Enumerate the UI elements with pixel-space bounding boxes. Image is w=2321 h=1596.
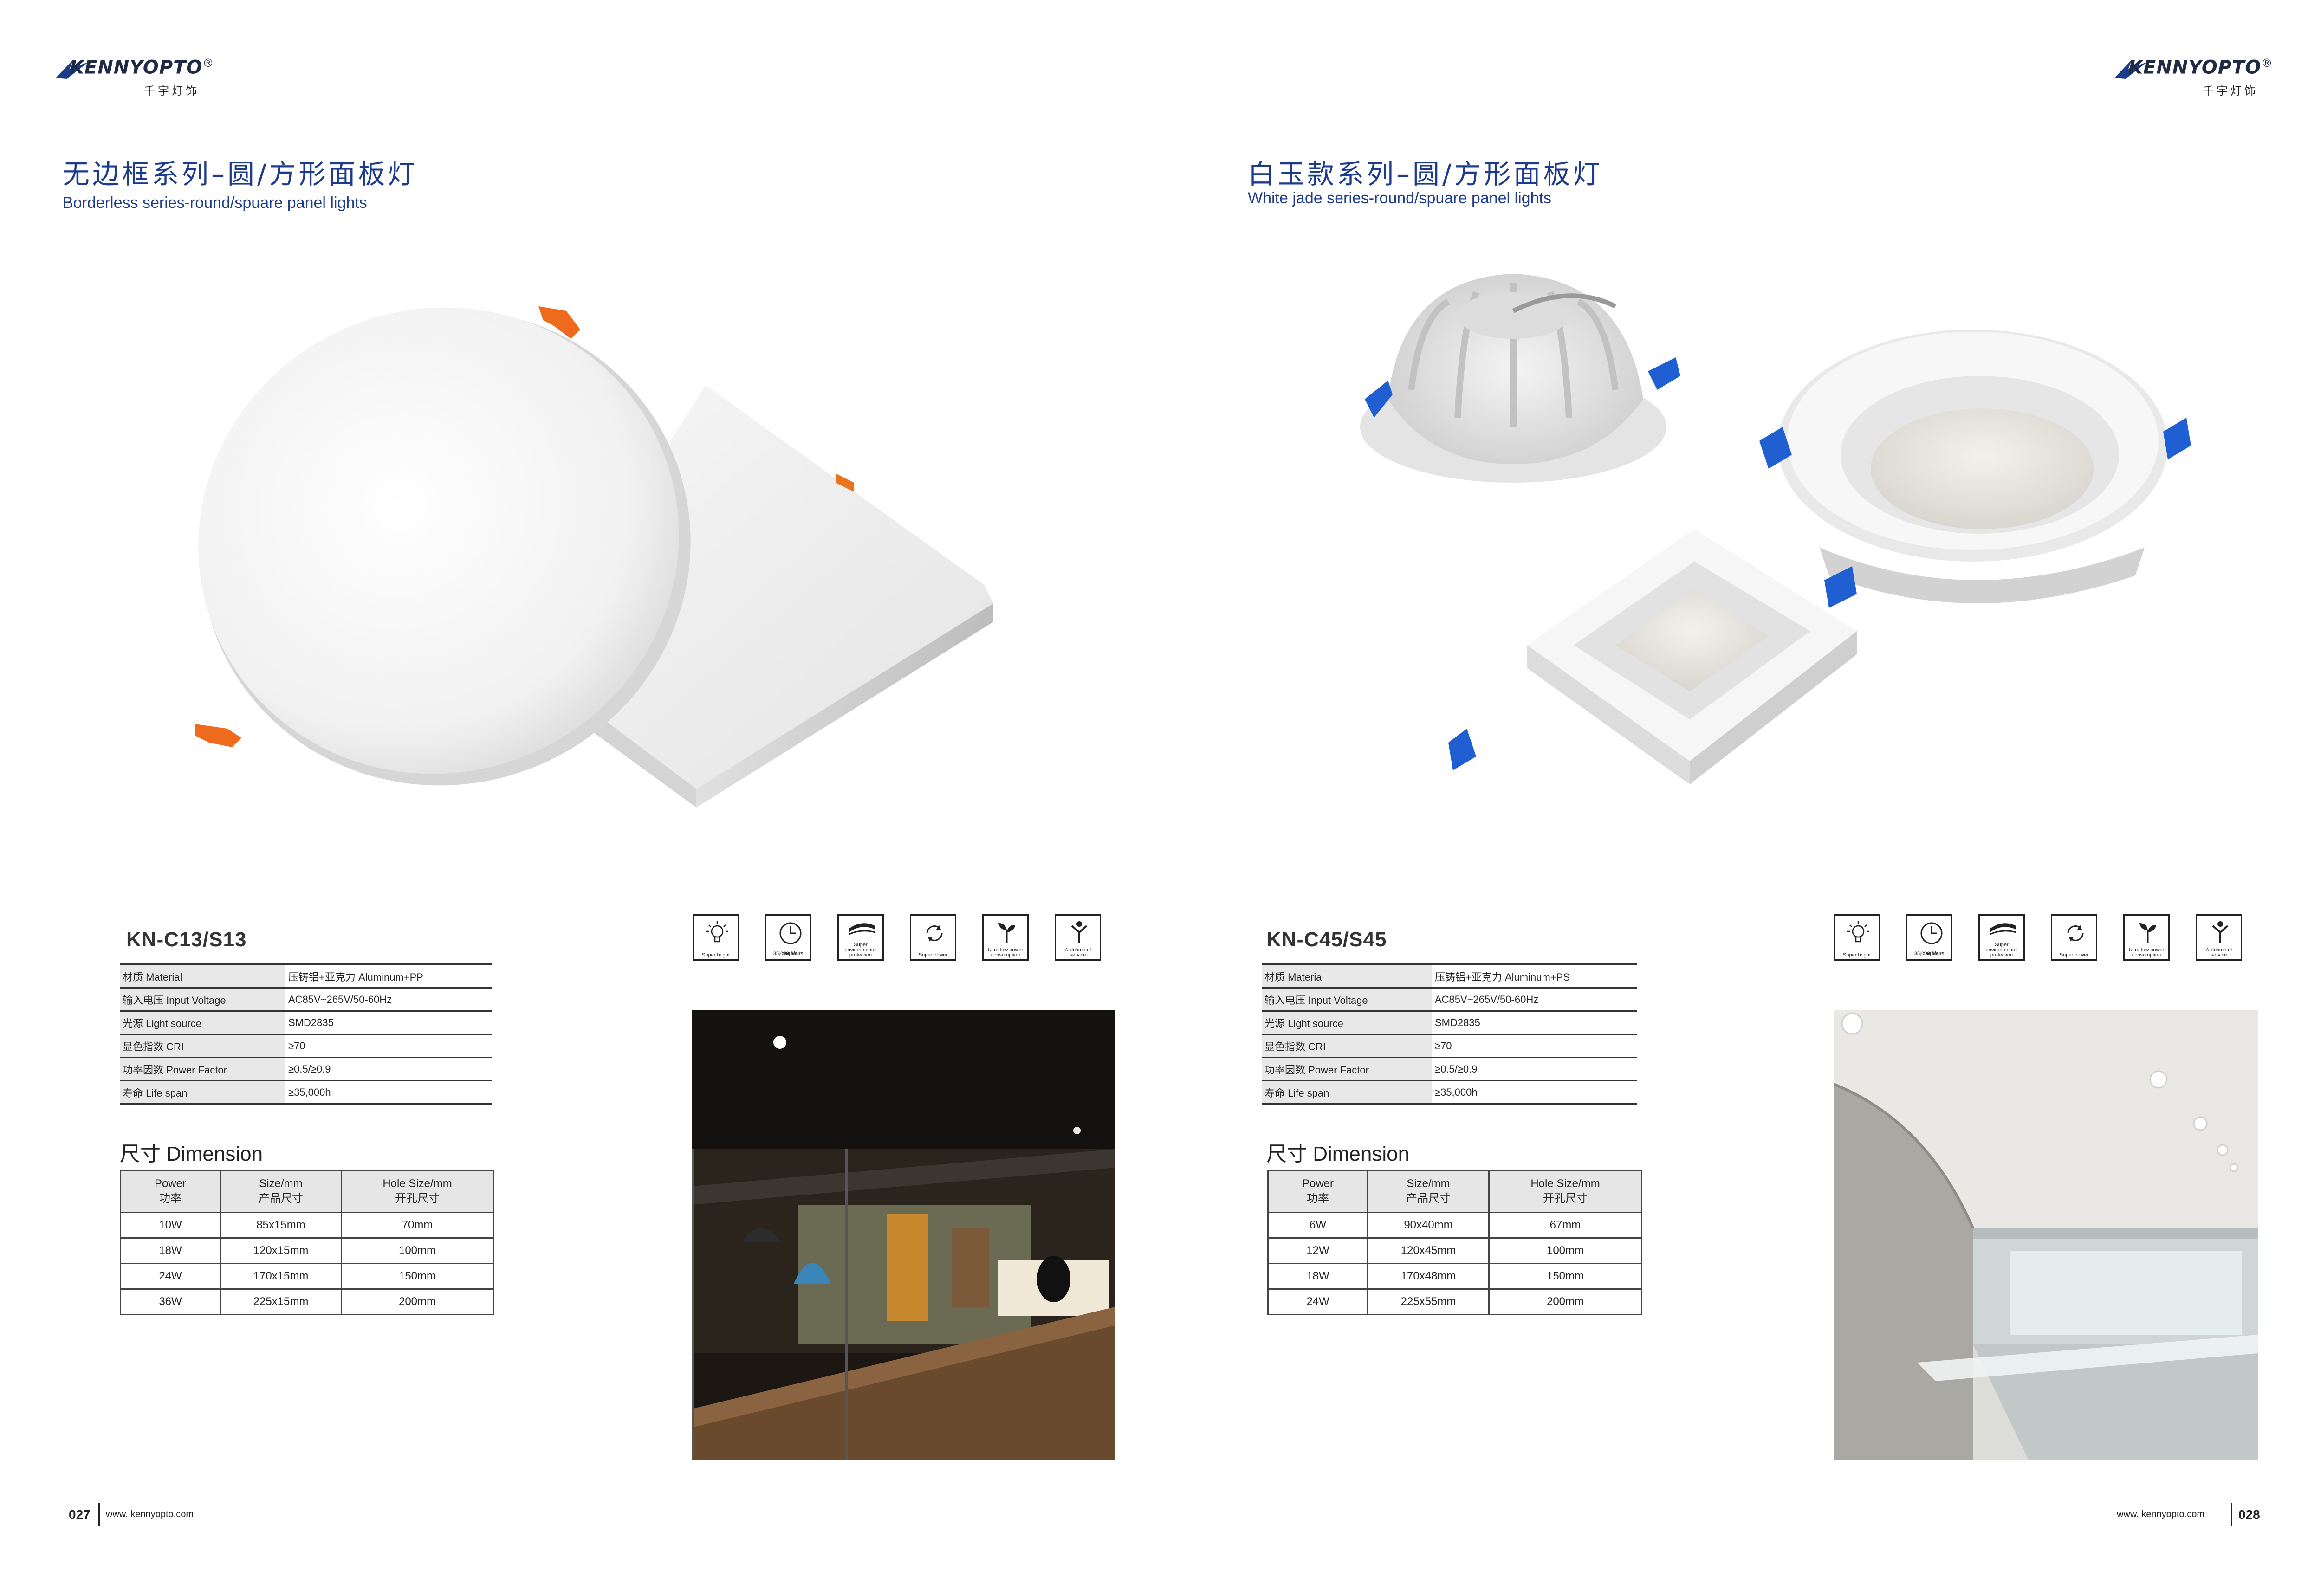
low-power-consumption-icon: Ultra-low power consumption (2123, 914, 2170, 961)
right-footer-url[interactable]: www. kennyopto.com (2117, 1509, 2204, 1519)
logo-chinese-name: 千宇灯饰 (144, 84, 200, 97)
logo-brand-text: KENNYOPTO (70, 57, 203, 78)
low-power-consumption-icon: Ultra-low power consumption (982, 914, 1029, 961)
right-model-number: KN-C45/S45 (1266, 928, 1387, 951)
super-bright-icon: Super bright (693, 914, 739, 961)
spec-row: 寿命 Life span≥35,000h (1262, 1080, 1637, 1105)
long-life-icon: Long life 35,000 hours (765, 914, 811, 961)
environmental-protection-icon: Super environmental protection (1978, 914, 2025, 961)
left-model-number: KN-C13/S13 (126, 928, 247, 951)
spec-row: 功率因数 Power Factor≥0.5/≥0.9 (120, 1057, 492, 1081)
logo-brand-text: KENNYOPTO (2128, 57, 2262, 78)
super-power-icon: Super power (910, 914, 956, 961)
spec-row: 功率因数 Power Factor≥0.5/≥0.9 (1262, 1057, 1637, 1081)
logo-swoosh-icon (56, 59, 88, 79)
logo-registered-mark: ® (2261, 57, 2273, 70)
left-application-photo (692, 1010, 1115, 1460)
super-bright-icon: Super bright (1834, 914, 1880, 961)
left-footer-url[interactable]: www. kennyopto.com (106, 1509, 194, 1519)
lifetime-service-icon: A lifetime of service (2196, 914, 2242, 961)
logo-chinese-name: 千宇灯饰 (2203, 84, 2258, 97)
right-dimension-title: 尺寸 Dimension (1266, 1143, 1410, 1165)
logo-registered-mark: ® (202, 57, 214, 70)
right-title-cn: 白玉款系列–圆/方形面板灯 (1248, 158, 1603, 190)
right-title-en: White jade series-round/spuare panel lig… (1248, 189, 1551, 207)
left-logo: KENNYOPTO® 千宇灯饰 (56, 55, 232, 106)
borderless-panel-product-image (195, 306, 993, 808)
spec-row: 显色指数 CRI≥70 (1262, 1034, 1637, 1058)
right-application-photo (1834, 1010, 2258, 1460)
left-dimension-title: 尺寸 Dimension (120, 1143, 263, 1165)
environmental-protection-icon: Super environmental protection (837, 914, 884, 961)
left-title-cn: 无边框系列–圆/方形面板灯 (63, 158, 418, 190)
left-title-en: Borderless series-round/spuare panel lig… (63, 194, 367, 212)
right-logo: KENNYOPTO® 千宇灯饰 (2114, 55, 2291, 106)
footer-divider (2231, 1503, 2232, 1526)
long-life-icon: Long life 35,000 hours (1906, 914, 1952, 961)
right-page-number: 028 (2238, 1507, 2260, 1522)
spec-row: 显色指数 CRI≥70 (120, 1034, 492, 1058)
footer-divider (98, 1503, 100, 1526)
lifetime-service-icon: A lifetime of service (1055, 914, 1101, 961)
spec-row: 寿命 Life span≥35,000h (120, 1080, 492, 1105)
white-jade-downlight-product-image (1360, 274, 2191, 784)
logo-swoosh-icon (2114, 59, 2147, 79)
super-power-icon: Super power (2051, 914, 2097, 961)
left-page-number: 027 (69, 1507, 91, 1522)
